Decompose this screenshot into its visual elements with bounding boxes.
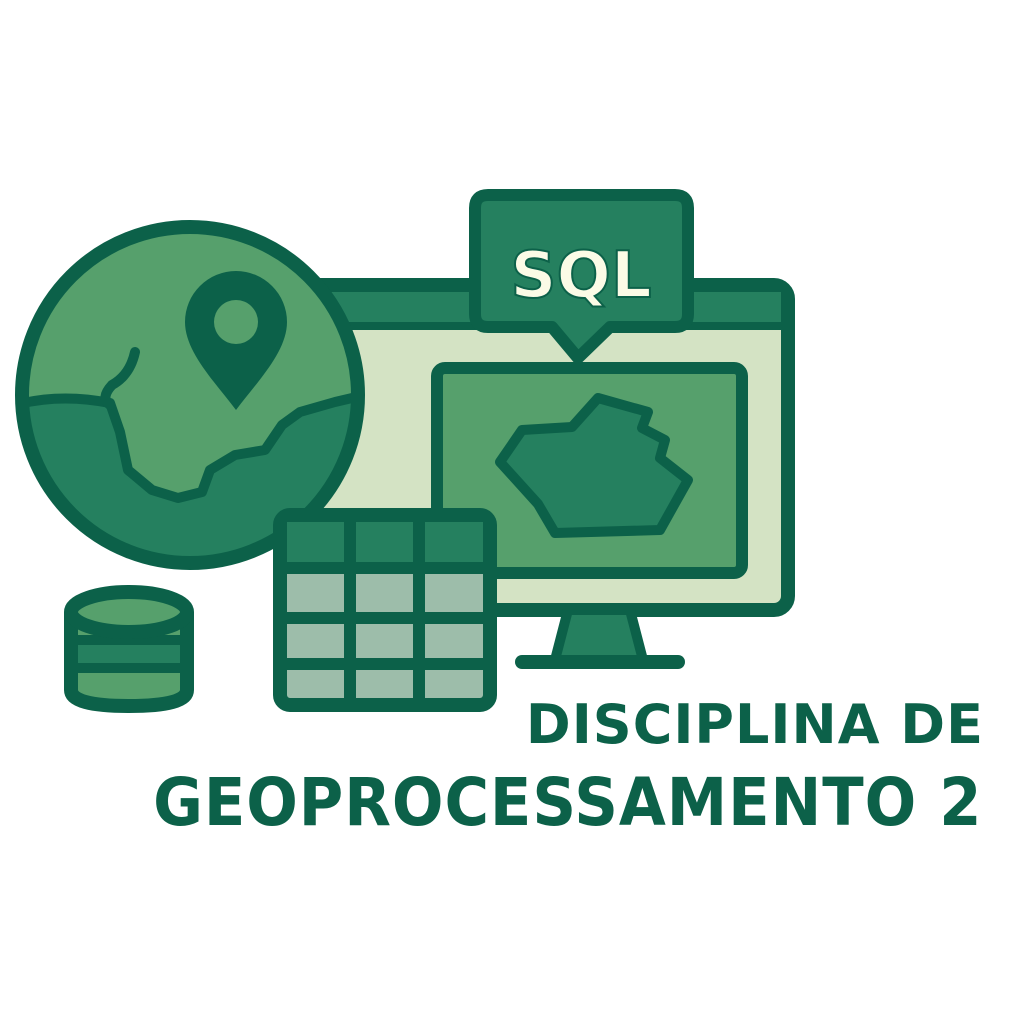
database-icon bbox=[64, 585, 194, 714]
data-table-icon bbox=[273, 508, 497, 712]
title-line-2: GEOPROCESSAMENTO 2 bbox=[152, 764, 982, 841]
globe-icon bbox=[15, 220, 365, 570]
sql-speech-bubble-icon: SQL bbox=[469, 189, 694, 364]
title-line-1: DISCIPLINA DE bbox=[525, 693, 984, 756]
map-pin-icon bbox=[185, 271, 287, 410]
sql-label: SQL bbox=[510, 239, 651, 313]
polygon-map-icon bbox=[431, 362, 748, 579]
